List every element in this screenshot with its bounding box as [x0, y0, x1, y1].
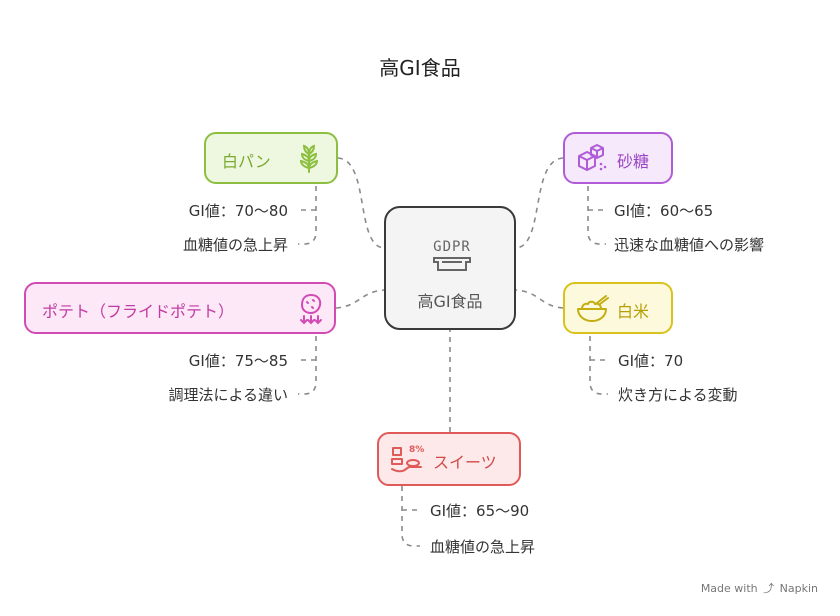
note-sweets-gi: GI値：65〜90	[430, 502, 530, 520]
node-sugar: 砂糖	[563, 132, 673, 184]
svg-text:GDPR: GDPR	[433, 239, 471, 255]
footer-made-with: Made with	[700, 582, 758, 595]
potato-icon	[300, 293, 322, 325]
node-label-rice: 白米	[617, 302, 650, 321]
node-label-sugar: 砂糖	[617, 152, 650, 171]
note-white-bread-effect: 血糖値の急上昇	[182, 236, 288, 254]
node-label-fries: ポテト（フライドポテト）	[42, 302, 235, 321]
note-sweets-effect: 血糖値の急上昇	[430, 538, 536, 556]
node-white-bread: 白パン	[204, 132, 338, 184]
gdpr-stamp-icon: GDPR	[433, 239, 471, 271]
footer-brand: Napkin	[779, 582, 818, 595]
note-rice-effect: 炊き方による変動	[618, 386, 738, 404]
node-sweets: 8% スイーツ	[377, 432, 521, 486]
rice-bowl-icon	[577, 295, 609, 322]
note-sugar-gi: GI値：60〜65	[614, 202, 714, 220]
footer-attribution: Made with ⤴ Napkin	[701, 580, 818, 596]
node-label-sweets: スイーツ	[433, 453, 497, 472]
svg-text:8%: 8%	[409, 445, 424, 455]
page-title: 高GI食品	[379, 56, 461, 80]
node-label-white-bread: 白パン	[222, 152, 271, 171]
note-white-bread-gi: GI値：70〜80	[188, 202, 288, 220]
center-label: 高GI食品	[417, 292, 483, 311]
note-rice-gi: GI値：70	[618, 352, 684, 370]
node-rice: 白米	[563, 282, 673, 334]
note-sugar-effect: 迅速な血糖値への影響	[614, 236, 765, 254]
cake-percent-icon: 8%	[391, 445, 424, 473]
napkin-logo-icon: ⤴	[763, 582, 775, 595]
sugar-cubes-icon	[578, 144, 607, 171]
node-fries: ポテト（フライドポテト）	[24, 282, 336, 334]
center-node: GDPR 高GI食品	[384, 206, 516, 330]
note-fries-effect: 調理法による違い	[168, 386, 288, 404]
note-fries-gi: GI値：75〜85	[188, 352, 288, 370]
wheat-icon	[299, 144, 319, 173]
